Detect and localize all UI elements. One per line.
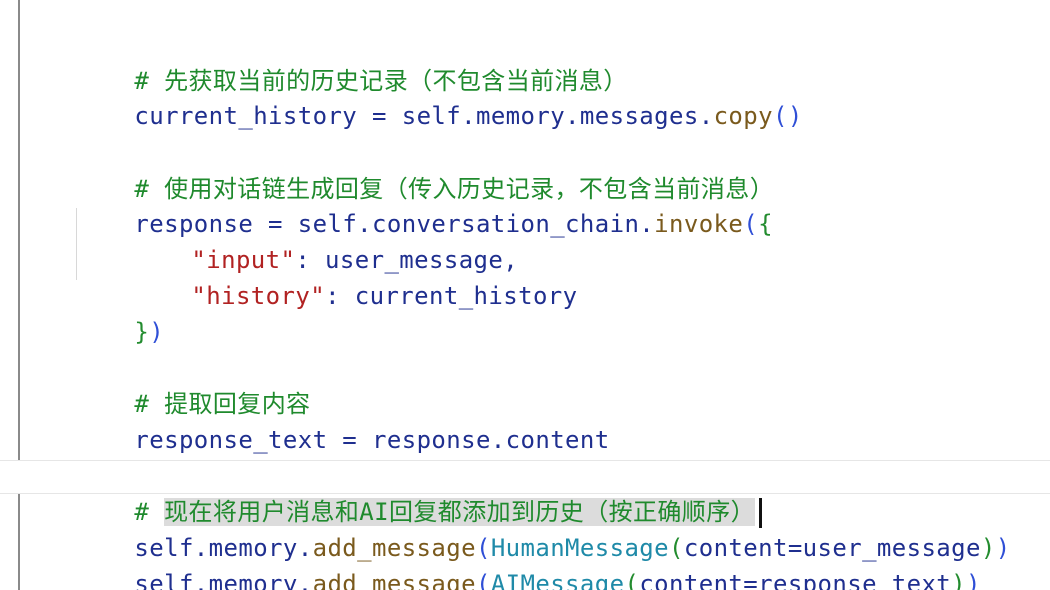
code-line-5[interactable]: "input": user_message,	[132, 209, 518, 274]
object-path: self.memory.messages.	[401, 102, 714, 130]
inner-close-paren: )	[980, 534, 996, 562]
inner-open-paren: (	[624, 570, 640, 590]
inner-close-paren: )	[951, 570, 967, 590]
open-brace: {	[758, 210, 773, 238]
class-name: AIMessage	[490, 570, 625, 590]
selected-comment-text[interactable]: 现在将用户消息和AI回复都添加到历史（按正确顺序）	[164, 498, 756, 526]
code-line-12[interactable]: self.memory.add_message(AIMessage(conten…	[75, 533, 981, 590]
assignment-operator: =	[327, 426, 373, 454]
object-path: self.memory.	[134, 570, 313, 590]
assignment-operator: =	[253, 210, 298, 238]
code-line-4[interactable]: response = self.conversation_chain.invok…	[75, 173, 773, 238]
object-path: self.memory.	[134, 534, 313, 562]
method-name: copy	[713, 102, 773, 130]
comment-text: # 使用对话链生成回复（传入历史记录，不包含当前消息）	[134, 175, 775, 203]
code-line-6[interactable]: "history": current_history	[132, 245, 578, 310]
argument: content=user_message	[683, 534, 981, 562]
object-path: response.content	[372, 426, 610, 454]
variable-name: current_history	[134, 102, 358, 130]
code-line-2[interactable]: current_history = self.memory.messages.c…	[75, 65, 803, 130]
comment-hash: #	[134, 498, 165, 526]
gutter-divider	[18, 0, 20, 590]
current-line-highlight	[0, 460, 1050, 494]
open-paren: (	[475, 534, 491, 562]
code-line-3[interactable]: # 使用对话链生成回复（传入历史记录，不包含当前消息）	[75, 138, 774, 203]
code-line-7[interactable]: })	[75, 281, 164, 346]
dict-key-string: "input"	[191, 246, 296, 274]
method-name: add_message	[312, 570, 476, 590]
variable-name: response_text	[134, 426, 328, 454]
method-name: add_message	[312, 534, 476, 562]
dict-key-string: "history"	[191, 282, 326, 310]
indent-guide	[76, 208, 77, 280]
open-paren: (	[743, 210, 759, 238]
code-line-10[interactable]: # 现在将用户消息和AI回复都添加到历史（按正确顺序）	[75, 461, 763, 528]
code-line-8[interactable]: # 提取回复内容	[75, 353, 311, 418]
class-name: HumanMessage	[490, 534, 670, 562]
parentheses: ()	[772, 102, 803, 130]
dict-value: : current_history	[325, 282, 578, 310]
argument: content=response_text	[639, 570, 952, 590]
close-brace: }	[134, 318, 150, 346]
code-line-11[interactable]: self.memory.add_message(HumanMessage(con…	[75, 497, 1011, 562]
variable-name: response	[134, 210, 254, 238]
code-line-9[interactable]: response_text = response.content	[75, 389, 610, 454]
inner-open-paren: (	[669, 534, 684, 562]
comment-text: # 先获取当前的历史记录（不包含当前消息）	[134, 67, 628, 95]
dict-value: : user_message,	[295, 246, 519, 274]
open-paren: (	[475, 570, 491, 590]
comment-text: # 提取回复内容	[134, 390, 311, 418]
close-paren: )	[149, 318, 165, 346]
method-name: invoke	[654, 210, 744, 238]
code-line-1[interactable]: # 先获取当前的历史记录（不包含当前消息）	[75, 30, 628, 95]
object-path: self.conversation_chain.	[297, 210, 655, 238]
text-cursor	[759, 498, 763, 528]
assignment-operator: =	[357, 102, 402, 130]
close-paren: )	[966, 570, 981, 590]
close-paren: )	[995, 534, 1011, 562]
